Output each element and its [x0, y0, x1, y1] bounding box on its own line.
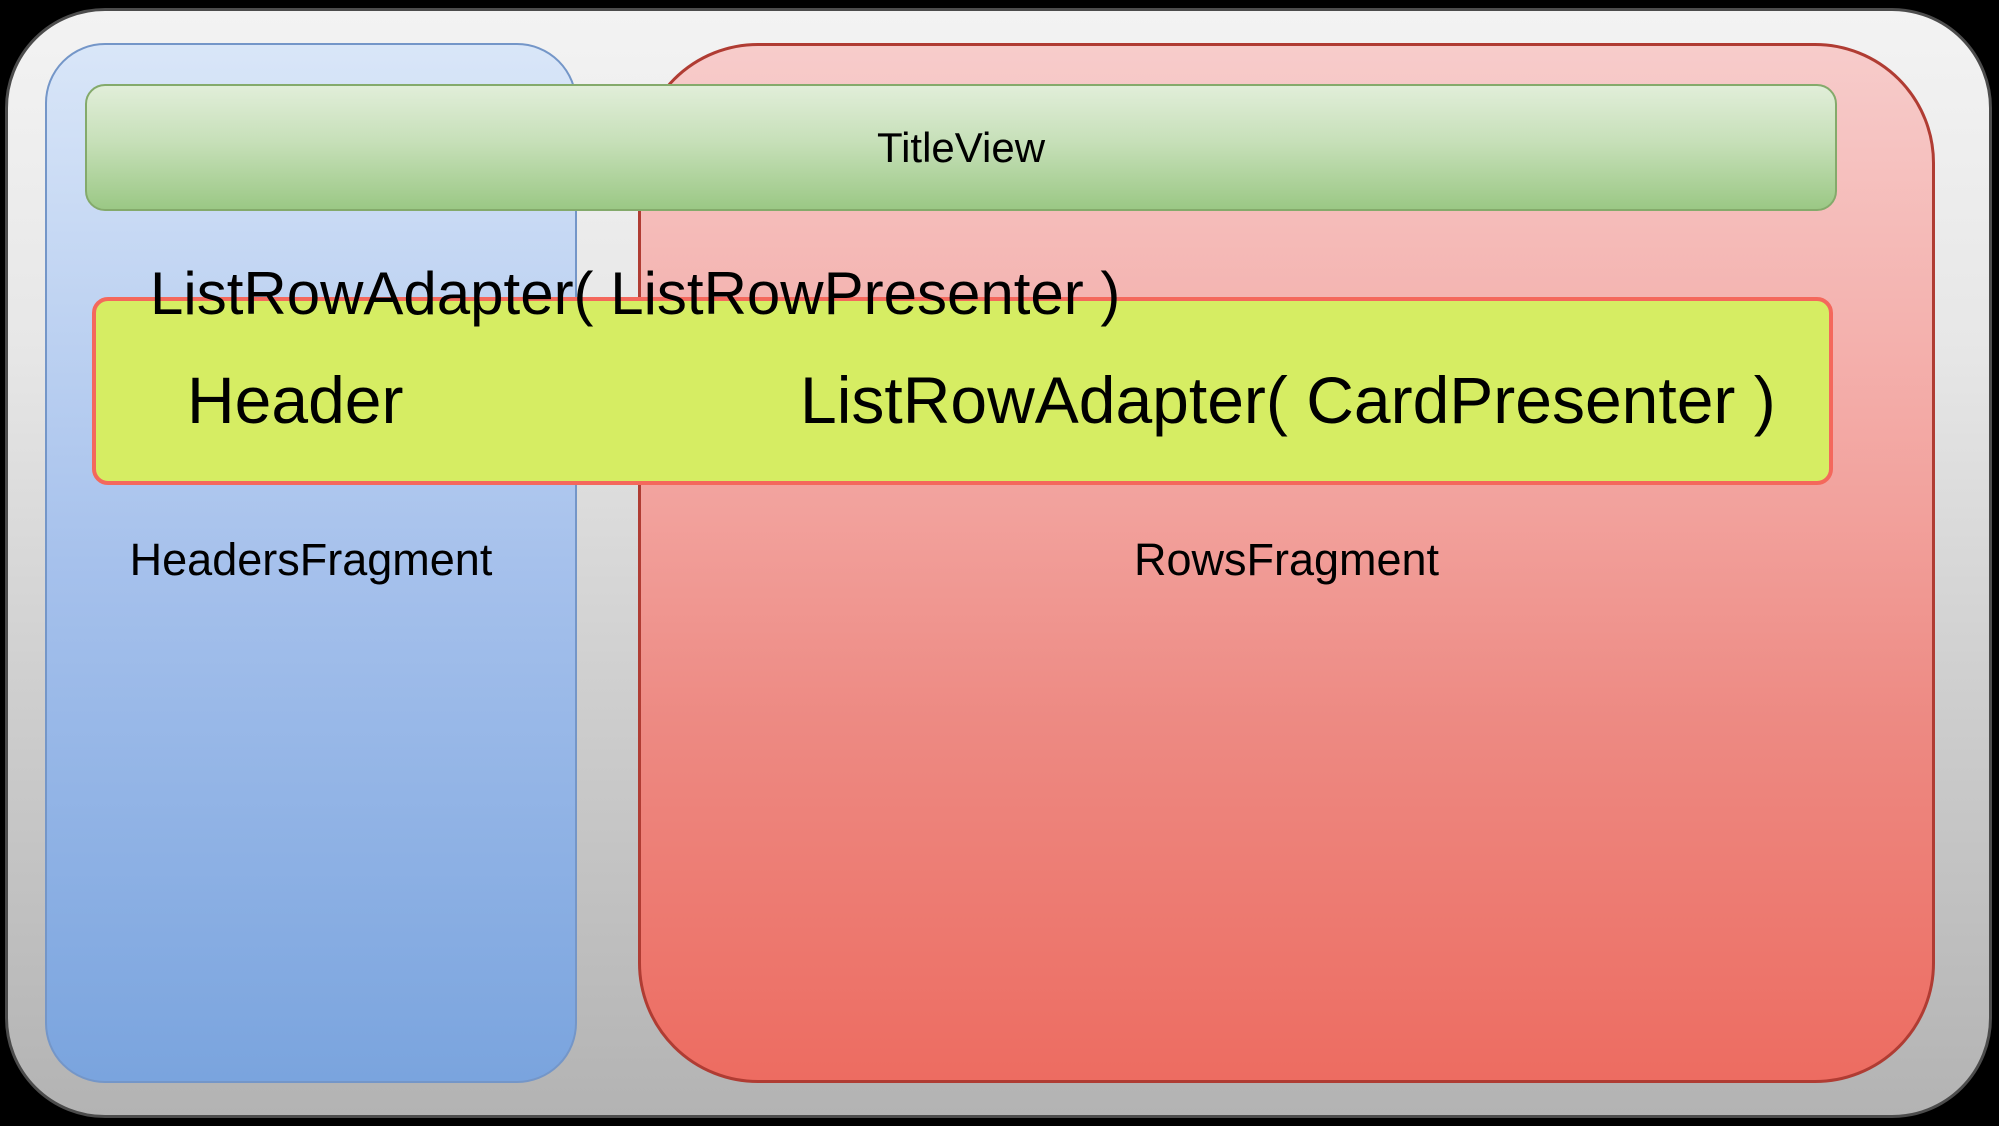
list-row-adapter-listrowpresenter-label: ListRowAdapter( ListRowPresenter )	[150, 260, 1121, 327]
title-view-bar: TitleView	[85, 84, 1837, 211]
list-row-adapter-cardpresenter-label: ListRowAdapter( CardPresenter )	[800, 363, 1776, 437]
headers-fragment-panel	[45, 43, 577, 1083]
rows-fragment-label: RowsFragment	[1133, 534, 1440, 585]
headers-fragment-label: HeadersFragment	[129, 534, 493, 585]
rows-fragment-panel	[638, 43, 1935, 1083]
title-view-label: TitleView	[876, 123, 1046, 171]
header-label: Header	[187, 363, 404, 437]
list-row-box	[92, 297, 1833, 485]
